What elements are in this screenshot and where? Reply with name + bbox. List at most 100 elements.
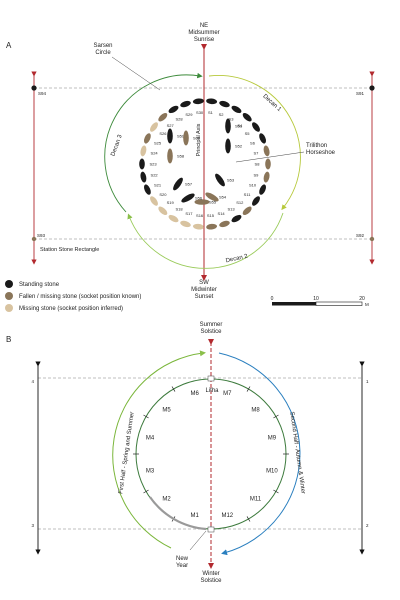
month-tick	[143, 489, 149, 494]
trilithon-stone	[167, 128, 173, 144]
trilithon-stone-label: S51	[235, 124, 243, 129]
panel-b: B Summer Solstice Winter Solstice 4 1 3 …	[6, 322, 369, 584]
corner-4: 4	[31, 379, 34, 384]
new-year-line2: Year	[176, 563, 188, 569]
sarsen-stone-label: S23	[149, 162, 157, 167]
month-label: M2	[162, 497, 171, 503]
sarsen-stone	[231, 214, 242, 223]
new-year-arc	[149, 496, 207, 531]
station-stone-s93	[31, 236, 37, 242]
legend-missing-swatch	[5, 304, 13, 312]
new-year-line1: New	[176, 556, 189, 562]
sarsen-stone	[180, 220, 191, 228]
month-label: M1	[191, 513, 200, 519]
trilithon-stone-label: S55	[209, 200, 217, 205]
month-label: M5	[162, 408, 171, 414]
sarsen-stone	[144, 133, 151, 144]
sarsen-stone-label: S12	[236, 200, 244, 205]
trilithon-stone	[173, 177, 183, 191]
s91-label: S91	[356, 91, 365, 96]
s92-label: S92	[356, 233, 365, 238]
trilithon-stone-label: S58	[177, 154, 185, 159]
sarsen-stone	[259, 184, 266, 195]
trilithon-stone	[225, 118, 231, 134]
sarsen-callout-line	[111, 56, 161, 91]
month-label: M6	[191, 391, 200, 397]
station-rect-label: Station Stone Rectangle	[40, 247, 99, 253]
sarsen-stone	[192, 98, 204, 105]
sarsen-stone	[242, 112, 252, 122]
month-label: M3	[146, 468, 155, 474]
sarsen-stone	[252, 196, 260, 206]
legend-fallen-swatch	[5, 292, 13, 300]
sarsen-stone	[139, 158, 145, 170]
decan-1-label: Decan 1	[261, 94, 282, 114]
station-stone-s94	[31, 85, 37, 91]
month-label: M12	[221, 513, 233, 519]
sarsen-stone-label: S1	[208, 110, 214, 115]
first-half-arc	[112, 350, 206, 549]
sarsen-stone	[140, 171, 147, 183]
trilithon-stone-label: S59	[177, 134, 185, 139]
sarsen-stone-label: S10	[249, 183, 257, 188]
trilithon-stone-label: S52	[235, 144, 243, 149]
trilithon-stone	[183, 130, 189, 146]
legend-standing-label: Standing stone	[19, 282, 60, 288]
trilithon-stone-label: S57	[185, 182, 193, 187]
first-half-label: First Half - Spring and Summer	[118, 411, 135, 494]
trilithon-stone	[167, 148, 173, 164]
trilithon-stone-label: S53	[227, 178, 235, 183]
sarsen-stone-label: S11	[244, 192, 252, 197]
decan-2-label: Decan 2	[225, 254, 249, 265]
sarsen-stone	[242, 206, 252, 216]
month-tick	[273, 489, 279, 494]
sarsen-stone	[206, 223, 218, 230]
sarsen-stone	[252, 122, 260, 132]
winter-label: Winter	[202, 571, 219, 577]
month-label: M9	[268, 436, 277, 442]
second-half-label: Second Half - Autumn & Winter	[288, 411, 305, 494]
corner-1: 1	[366, 379, 369, 384]
sarsen-stone	[168, 105, 179, 114]
sarsen-stone-label: S14	[218, 211, 226, 216]
sarsen-stone	[150, 196, 158, 206]
sarsen-stone-label: S8	[255, 162, 261, 167]
corner-2: 2	[366, 523, 369, 528]
sarsen-stone-label: S5	[245, 131, 251, 136]
trilithon-stone	[194, 199, 210, 205]
sarsen-stone-label: S19	[167, 200, 175, 205]
legend-fallen-label: Fallen / missing stone (socket position …	[19, 294, 141, 300]
scale-tick-20: 20	[359, 296, 365, 302]
midsummer-label: Midsummer	[188, 30, 219, 36]
month-tick	[246, 386, 251, 392]
sarsen-stone	[219, 100, 230, 108]
sarsen-stone-label: S18	[175, 207, 183, 212]
trilithon-label-line2: Horseshoe	[306, 150, 336, 156]
decan-3-label: Decan 3	[110, 134, 124, 158]
sarsen-stone-label: S27	[167, 123, 175, 128]
month-label: M8	[251, 408, 260, 414]
scale-tick-0: 0	[271, 296, 274, 302]
legend: Standing stone Fallen / missing stone (s…	[5, 280, 141, 312]
solstice-label-top: Solstice	[200, 329, 222, 335]
sarsen-stone-label: S30	[196, 110, 204, 115]
corner-3: 3	[31, 523, 34, 528]
trilithon-stone-label: S56	[195, 196, 203, 201]
sarsen-stone	[140, 145, 147, 157]
decan-3-arc	[104, 72, 203, 213]
sarsen-stone	[263, 171, 270, 183]
month-tick	[171, 386, 176, 392]
sarsen-stone	[259, 133, 266, 144]
sarsen-stone-label: S21	[154, 183, 162, 188]
sarsen-stone	[144, 184, 151, 195]
panel-a: A NE Midsummer Sunrise SW Midwinter Suns…	[5, 23, 375, 312]
sarsen-stone-label: S22	[151, 172, 159, 177]
sunset-label: Sunset	[195, 294, 214, 300]
sarsen-stone	[231, 105, 242, 114]
decan-2-arc	[127, 212, 284, 269]
s94-label: S94	[38, 91, 47, 96]
station-stone-s92	[369, 236, 375, 242]
